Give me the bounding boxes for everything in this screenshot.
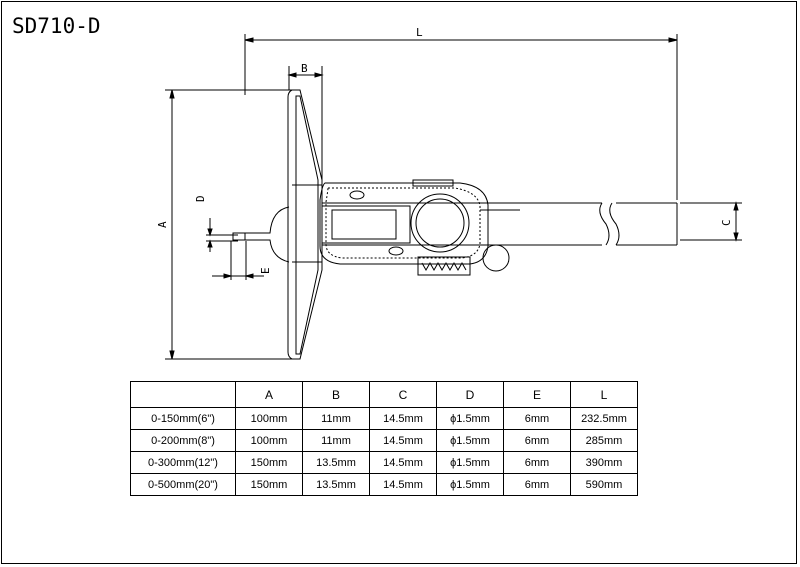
- range-cell: 0-150mm(6"): [130, 407, 236, 430]
- range-cell: 0-200mm(8"): [130, 429, 236, 452]
- table-cell: ϕ1.5mm: [436, 407, 504, 430]
- table-cell: 13.5mm: [302, 451, 370, 474]
- table-row: 0-150mm(6") 100mm 11mm 14.5mm ϕ1.5mm 6mm…: [130, 407, 638, 430]
- dimension-C: C: [680, 201, 742, 242]
- table-cell: ϕ1.5mm: [436, 473, 504, 496]
- table-cell: 285mm: [570, 429, 638, 452]
- column-header: L: [570, 381, 638, 408]
- caliper-drawing: L B A D E: [156, 26, 742, 360]
- table-cell: 11mm: [302, 407, 370, 430]
- dimension-label-D: D: [194, 195, 207, 202]
- dimension-B: B: [287, 62, 324, 180]
- column-header: E: [503, 381, 571, 408]
- dimension-label-B: B: [301, 62, 308, 75]
- table-cell: 590mm: [570, 473, 638, 496]
- table-cell: 6mm: [503, 451, 571, 474]
- depth-rod: [232, 206, 290, 263]
- table-cell: 14.5mm: [369, 451, 437, 474]
- dimension-A: A: [156, 89, 292, 360]
- table-cell: 6mm: [503, 407, 571, 430]
- column-header: D: [436, 381, 504, 408]
- table-cell: ϕ1.5mm: [436, 429, 504, 452]
- table-cell: 11mm: [302, 429, 370, 452]
- specification-table: A B C D E L 0-150mm(6") 100mm 11mm 14.5m…: [130, 381, 638, 496]
- caliper-base: [287, 89, 323, 360]
- range-cell: 0-500mm(20"): [130, 473, 236, 496]
- table-cell: 232.5mm: [570, 407, 638, 430]
- dimension-E: E: [212, 241, 272, 280]
- dimension-label-A: A: [156, 221, 169, 228]
- table-row: 0-500mm(20") 150mm 13.5mm 14.5mm ϕ1.5mm …: [130, 473, 638, 496]
- table-cell: 14.5mm: [369, 407, 437, 430]
- table-row: 0-300mm(12") 150mm 13.5mm 14.5mm ϕ1.5mm …: [130, 451, 638, 474]
- dimension-L: L: [244, 26, 678, 200]
- column-header: A: [235, 381, 303, 408]
- table-cell: 150mm: [235, 451, 303, 474]
- range-cell: 0-300mm(12"): [130, 451, 236, 474]
- table-cell: 150mm: [235, 473, 303, 496]
- dimension-label-E: E: [259, 267, 272, 274]
- digital-display-slider: [319, 179, 520, 276]
- table-cell: ϕ1.5mm: [436, 451, 504, 474]
- table-cell: 13.5mm: [302, 473, 370, 496]
- table-corner-cell: [130, 381, 236, 408]
- table-cell: 100mm: [235, 407, 303, 430]
- table-cell: 6mm: [503, 473, 571, 496]
- table-cell: 14.5mm: [369, 473, 437, 496]
- column-header: B: [302, 381, 370, 408]
- table-cell: 6mm: [503, 429, 571, 452]
- column-header: C: [369, 381, 437, 408]
- table-cell: 14.5mm: [369, 429, 437, 452]
- table-cell: 390mm: [570, 451, 638, 474]
- model-title: SD710-D: [12, 14, 101, 38]
- table-header-row: A B C D E L: [130, 381, 638, 408]
- dimension-label-L: L: [416, 26, 423, 39]
- table-row: 0-200mm(8") 100mm 11mm 14.5mm ϕ1.5mm 6mm…: [130, 429, 638, 452]
- beam: [322, 202, 678, 246]
- table-cell: 100mm: [235, 429, 303, 452]
- dimension-label-C: C: [720, 219, 733, 226]
